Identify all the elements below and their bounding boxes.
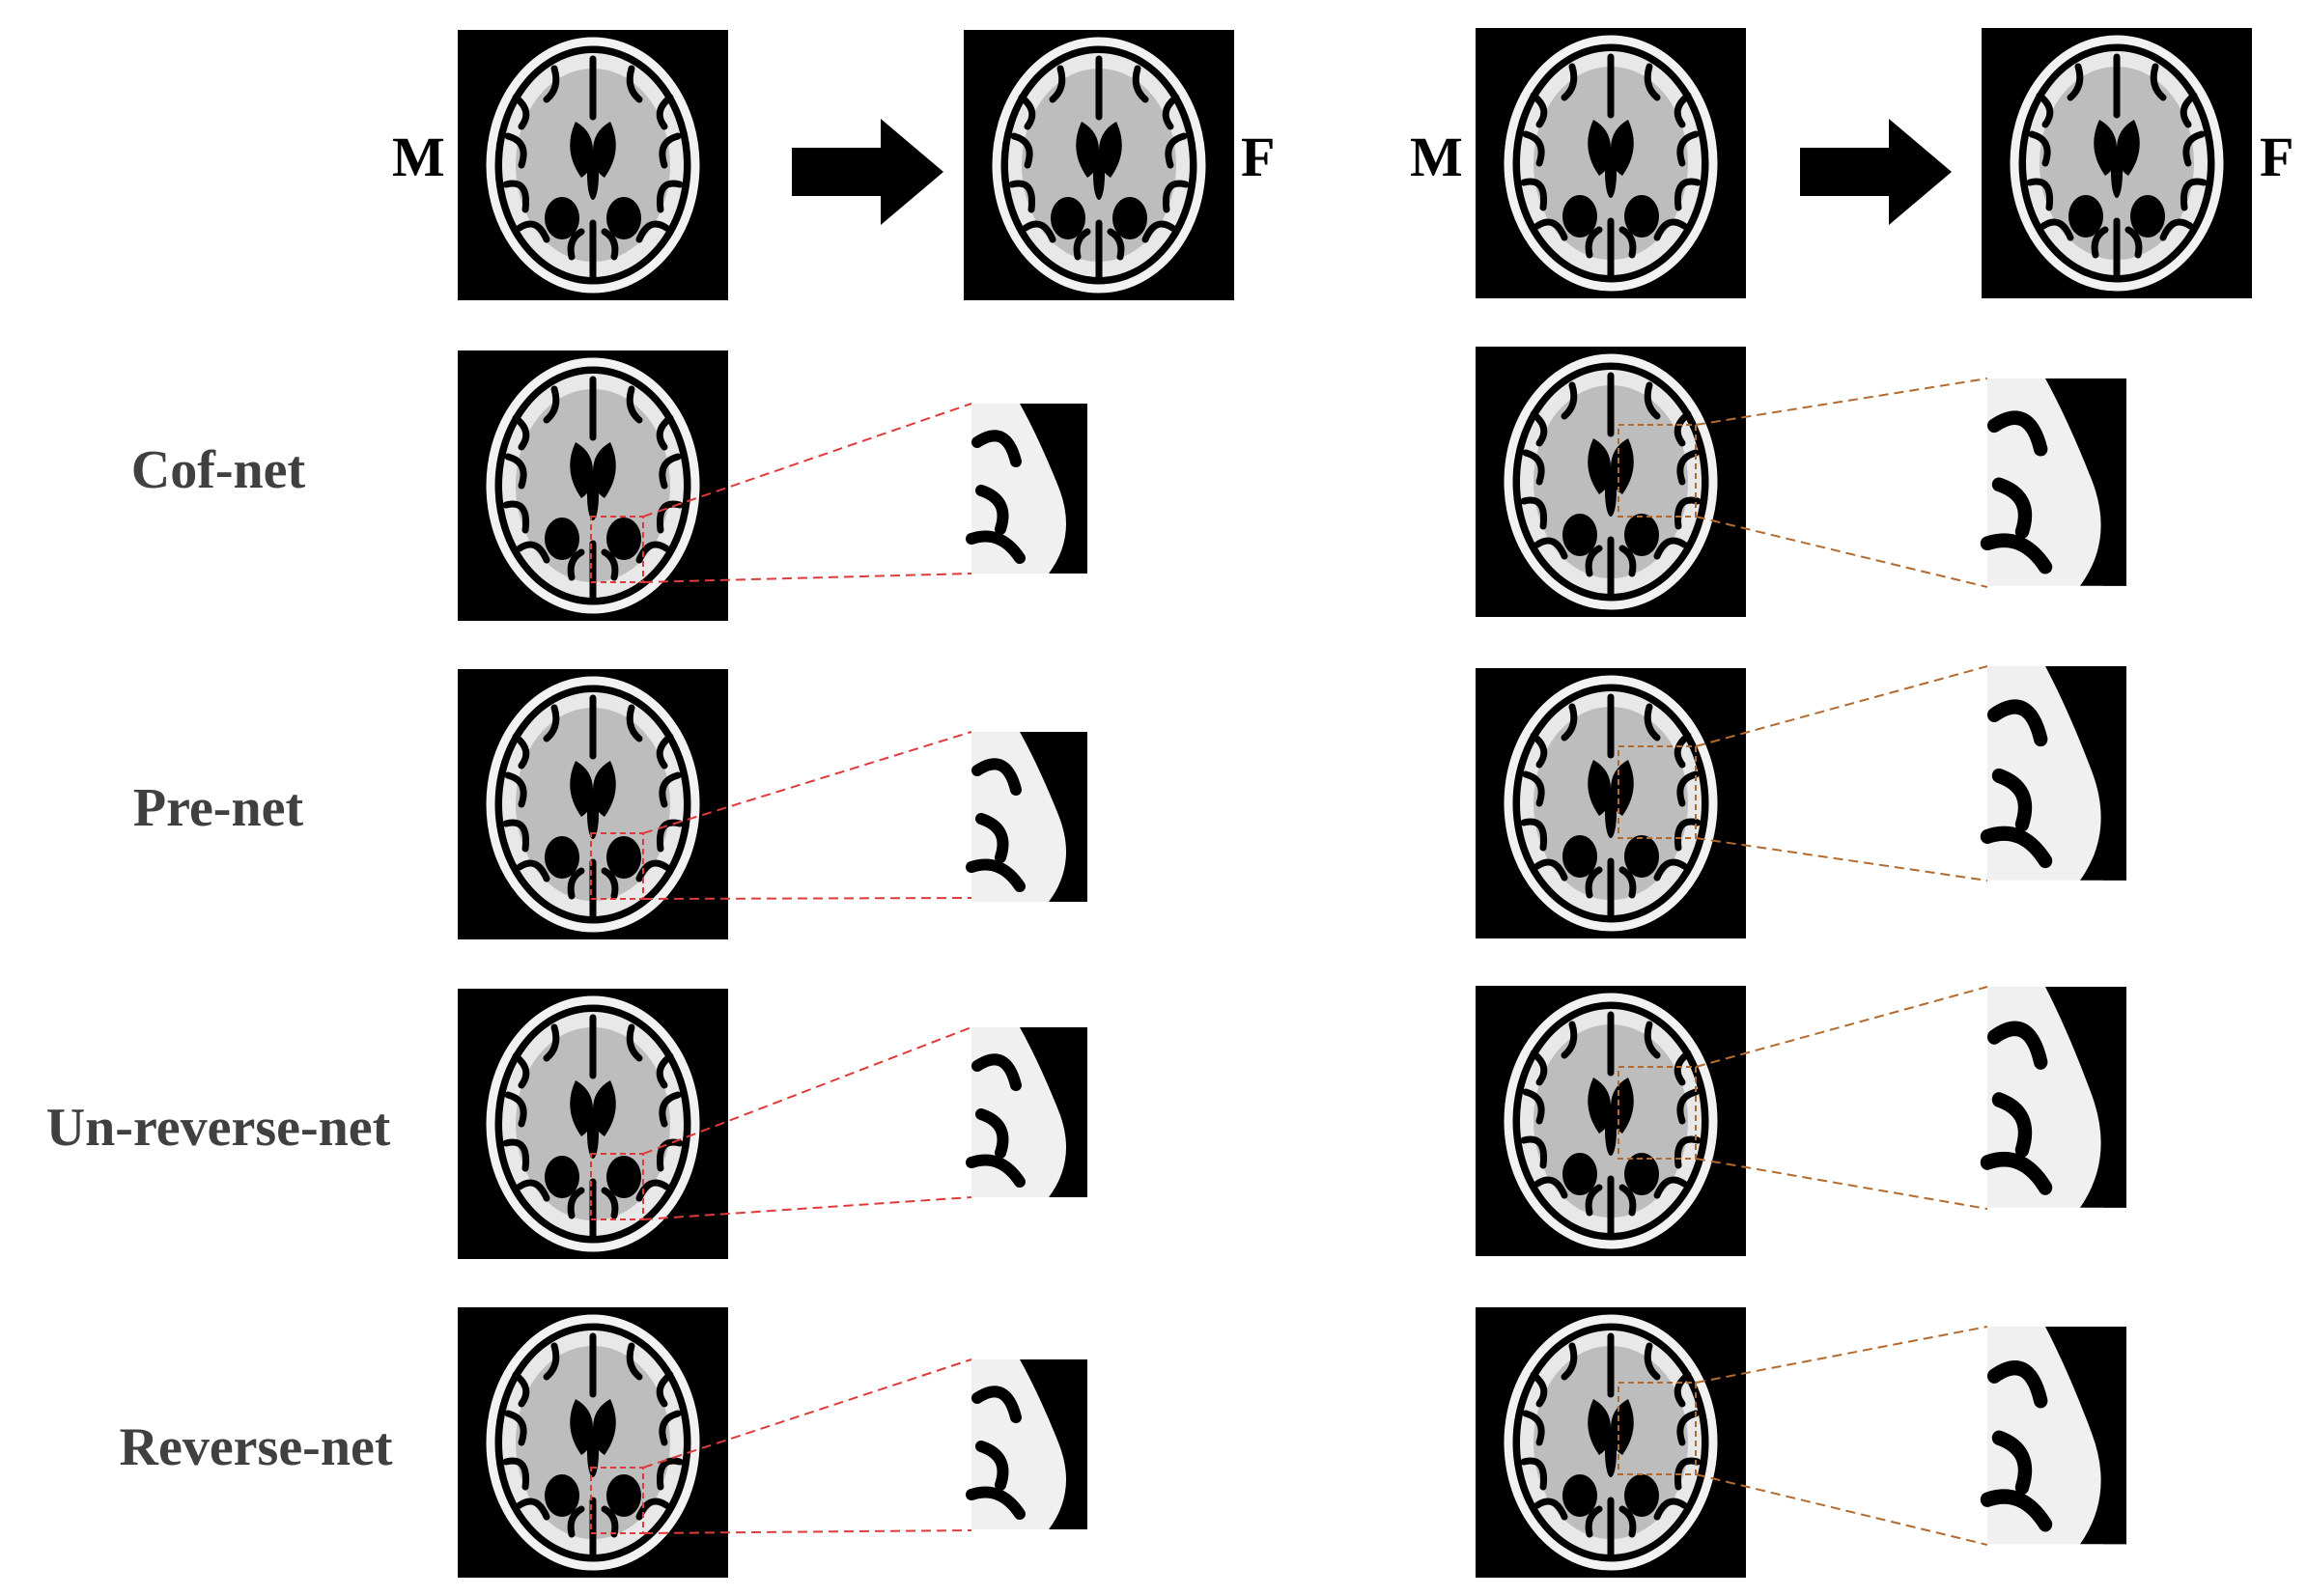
- result-image-right: [1476, 1307, 1746, 1578]
- row-label-un-reverse-net: Un-reverse-net: [46, 1098, 391, 1158]
- fixed-label-left: F: [1241, 126, 1275, 188]
- zoom-patch-left: [971, 732, 1087, 902]
- result-image-right: [1476, 668, 1746, 938]
- zoom-patch-right: [1987, 987, 2126, 1208]
- moving-image-left: [458, 30, 728, 300]
- zoom-patch-left: [971, 1027, 1087, 1197]
- result-image-left: [458, 350, 728, 621]
- arrow-icon: [792, 119, 943, 225]
- moving-label-right: M: [1410, 126, 1463, 188]
- moving-label-left: M: [392, 126, 445, 188]
- zoom-patch-left: [971, 404, 1087, 574]
- row-label-cof-net: Cof-net: [131, 440, 306, 500]
- zoom-patch-right: [1987, 1327, 2126, 1544]
- zoom-patch-right: [1987, 378, 2126, 586]
- result-image-left: [458, 1307, 728, 1578]
- result-image-right: [1476, 986, 1746, 1256]
- result-image-right: [1476, 347, 1746, 617]
- zoom-patch-left: [971, 1359, 1087, 1529]
- fixed-image-left: [964, 30, 1234, 300]
- arrow-icon: [1800, 119, 1952, 225]
- moving-image-right: [1476, 28, 1746, 298]
- row-label-pre-net: Pre-net: [133, 778, 304, 838]
- fixed-image-right: [1982, 28, 2252, 298]
- zoom-patch-right: [1987, 666, 2126, 881]
- fixed-label-right: F: [2260, 126, 2293, 188]
- row-label-reverse-net: Reverse-net: [120, 1417, 393, 1477]
